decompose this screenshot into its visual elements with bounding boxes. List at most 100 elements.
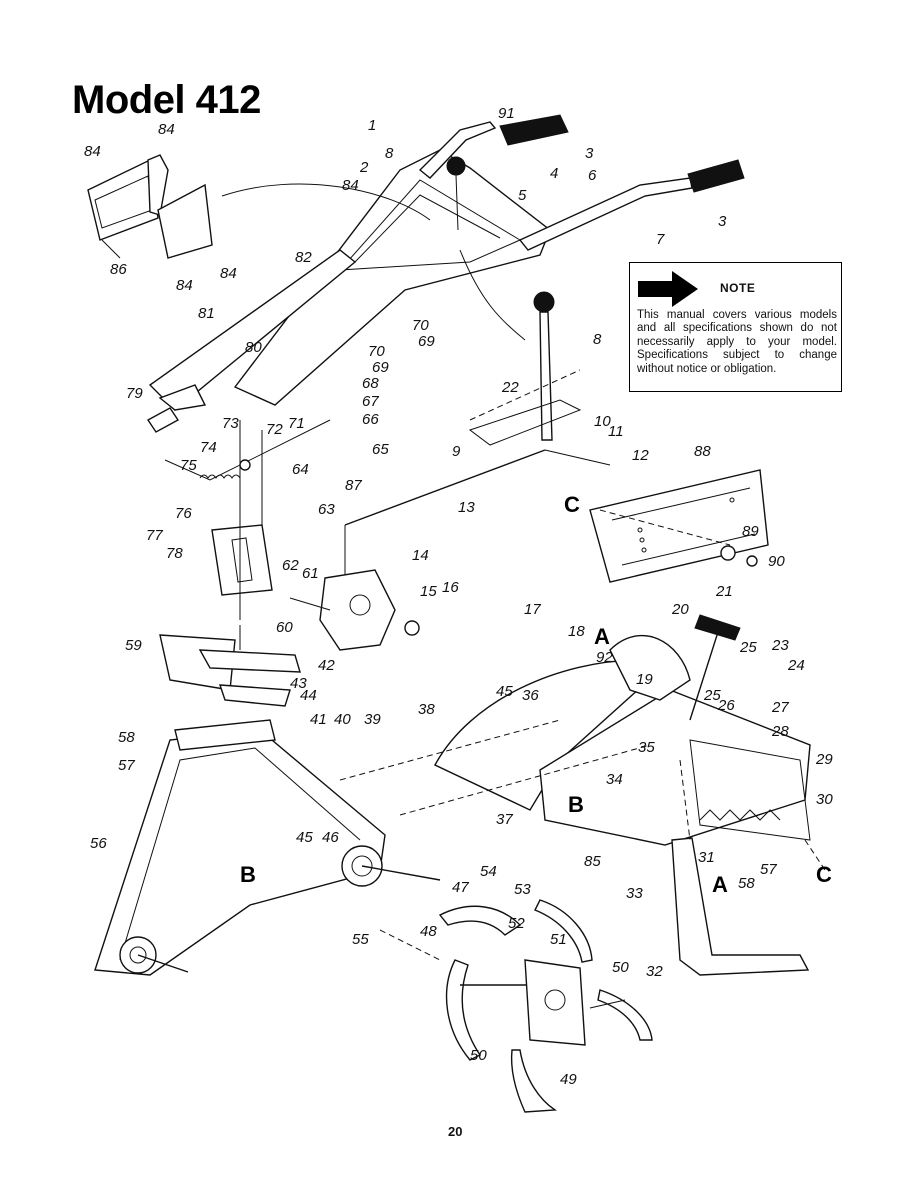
callout: 56: [90, 835, 107, 852]
callout: 8: [385, 145, 394, 162]
callout: 57: [760, 861, 777, 878]
callout: 67: [362, 393, 379, 410]
callout: 61: [302, 565, 319, 582]
callout: 69: [418, 333, 435, 350]
callout: 22: [501, 379, 519, 396]
callout: C: [816, 862, 832, 887]
callout: 58: [118, 729, 135, 746]
tine-assembly: [438, 899, 653, 1113]
page-number: 20: [448, 1124, 463, 1139]
callout: 27: [771, 699, 789, 716]
callout: 26: [717, 697, 735, 714]
callout: B: [568, 792, 584, 817]
callout: 30: [816, 791, 833, 808]
note-box: NOTE This manual covers various models a…: [629, 262, 842, 392]
note-text: This manual covers various models and al…: [637, 309, 837, 375]
shift-lever: [468, 291, 582, 446]
callout: 50: [612, 959, 629, 976]
callout: 92: [596, 649, 613, 666]
callout: 20: [671, 601, 689, 618]
callout: 9: [452, 443, 461, 460]
clutch-rod: [344, 449, 611, 526]
callout: 37: [496, 811, 513, 828]
callout: 3: [585, 145, 594, 162]
note-heading: NOTE: [720, 281, 756, 295]
callout: 47: [452, 879, 469, 896]
callout: 46: [322, 829, 339, 846]
callout: 88: [694, 443, 711, 460]
callout: B: [240, 862, 256, 887]
right-arrow-icon: [638, 271, 698, 307]
callout: 35: [638, 739, 655, 756]
callout: 69: [372, 359, 389, 376]
callout: 63: [318, 501, 335, 518]
callout: 49: [560, 1071, 577, 1088]
callout: 80: [245, 339, 262, 356]
callout: 84: [158, 121, 175, 138]
callout: 34: [606, 771, 623, 788]
callout: 25: [739, 639, 757, 656]
callout: 84: [176, 277, 193, 294]
callout: 29: [815, 751, 833, 768]
callout: 84: [342, 177, 359, 194]
callout: 17: [524, 601, 541, 618]
callout: 40: [334, 711, 351, 728]
callout: A: [712, 872, 728, 897]
callout: 10: [594, 413, 611, 430]
callout: 66: [362, 411, 379, 428]
spring-rod: [146, 407, 331, 481]
callout: 57: [118, 757, 135, 774]
callout: 73: [222, 415, 239, 432]
callout: 4: [550, 165, 558, 182]
callout: 60: [276, 619, 293, 636]
callout: 41: [310, 711, 327, 728]
callout: 32: [646, 963, 663, 980]
callout: 50: [470, 1047, 487, 1064]
callout: 19: [636, 671, 653, 688]
callout: 12: [632, 447, 649, 464]
callout: 64: [292, 461, 309, 478]
callout: 84: [84, 143, 101, 160]
callout: 25: [703, 687, 721, 704]
callout: 85: [584, 853, 601, 870]
callout: 44: [300, 687, 317, 704]
callout: 81: [198, 305, 215, 322]
callout: 62: [282, 557, 299, 574]
callout: 43: [290, 675, 307, 692]
page-title: Model 412: [72, 78, 261, 122]
callout: 84: [220, 265, 237, 282]
callout: 8: [593, 331, 602, 348]
callout: 2: [359, 159, 369, 176]
callout: 71: [288, 415, 305, 432]
callout: 33: [626, 885, 643, 902]
callout: 51: [550, 931, 567, 948]
handle-grip-right: [687, 159, 745, 193]
callout: 79: [126, 385, 143, 402]
callout: 78: [166, 545, 183, 562]
foot-plate: [159, 625, 301, 707]
callout: 5: [518, 187, 527, 204]
callout: 53: [514, 881, 531, 898]
callout: 68: [362, 375, 379, 392]
callout: 11: [608, 423, 624, 440]
callout: 58: [738, 875, 755, 892]
callout: 39: [364, 711, 381, 728]
callout: 65: [372, 441, 389, 458]
callout: 75: [180, 457, 197, 474]
callout: 48: [420, 923, 437, 940]
callout: 52: [508, 915, 525, 932]
callout: 74: [200, 439, 217, 456]
callout: 7: [656, 231, 665, 248]
callout: C: [564, 492, 580, 517]
callout: 70: [368, 343, 385, 360]
depth-bar-plate: [589, 469, 769, 583]
callout: 86: [110, 261, 127, 278]
callout: 13: [458, 499, 475, 516]
handle-grip-upper: [499, 114, 569, 146]
callout: 16: [442, 579, 459, 596]
callout: 89: [742, 523, 759, 540]
callout-labels: 1 91 3 8 4 2 5 6 84 84 84 84 84 3 7 86 8…: [84, 105, 833, 1088]
callout: 38: [418, 701, 435, 718]
handle-assembly: [148, 114, 745, 411]
